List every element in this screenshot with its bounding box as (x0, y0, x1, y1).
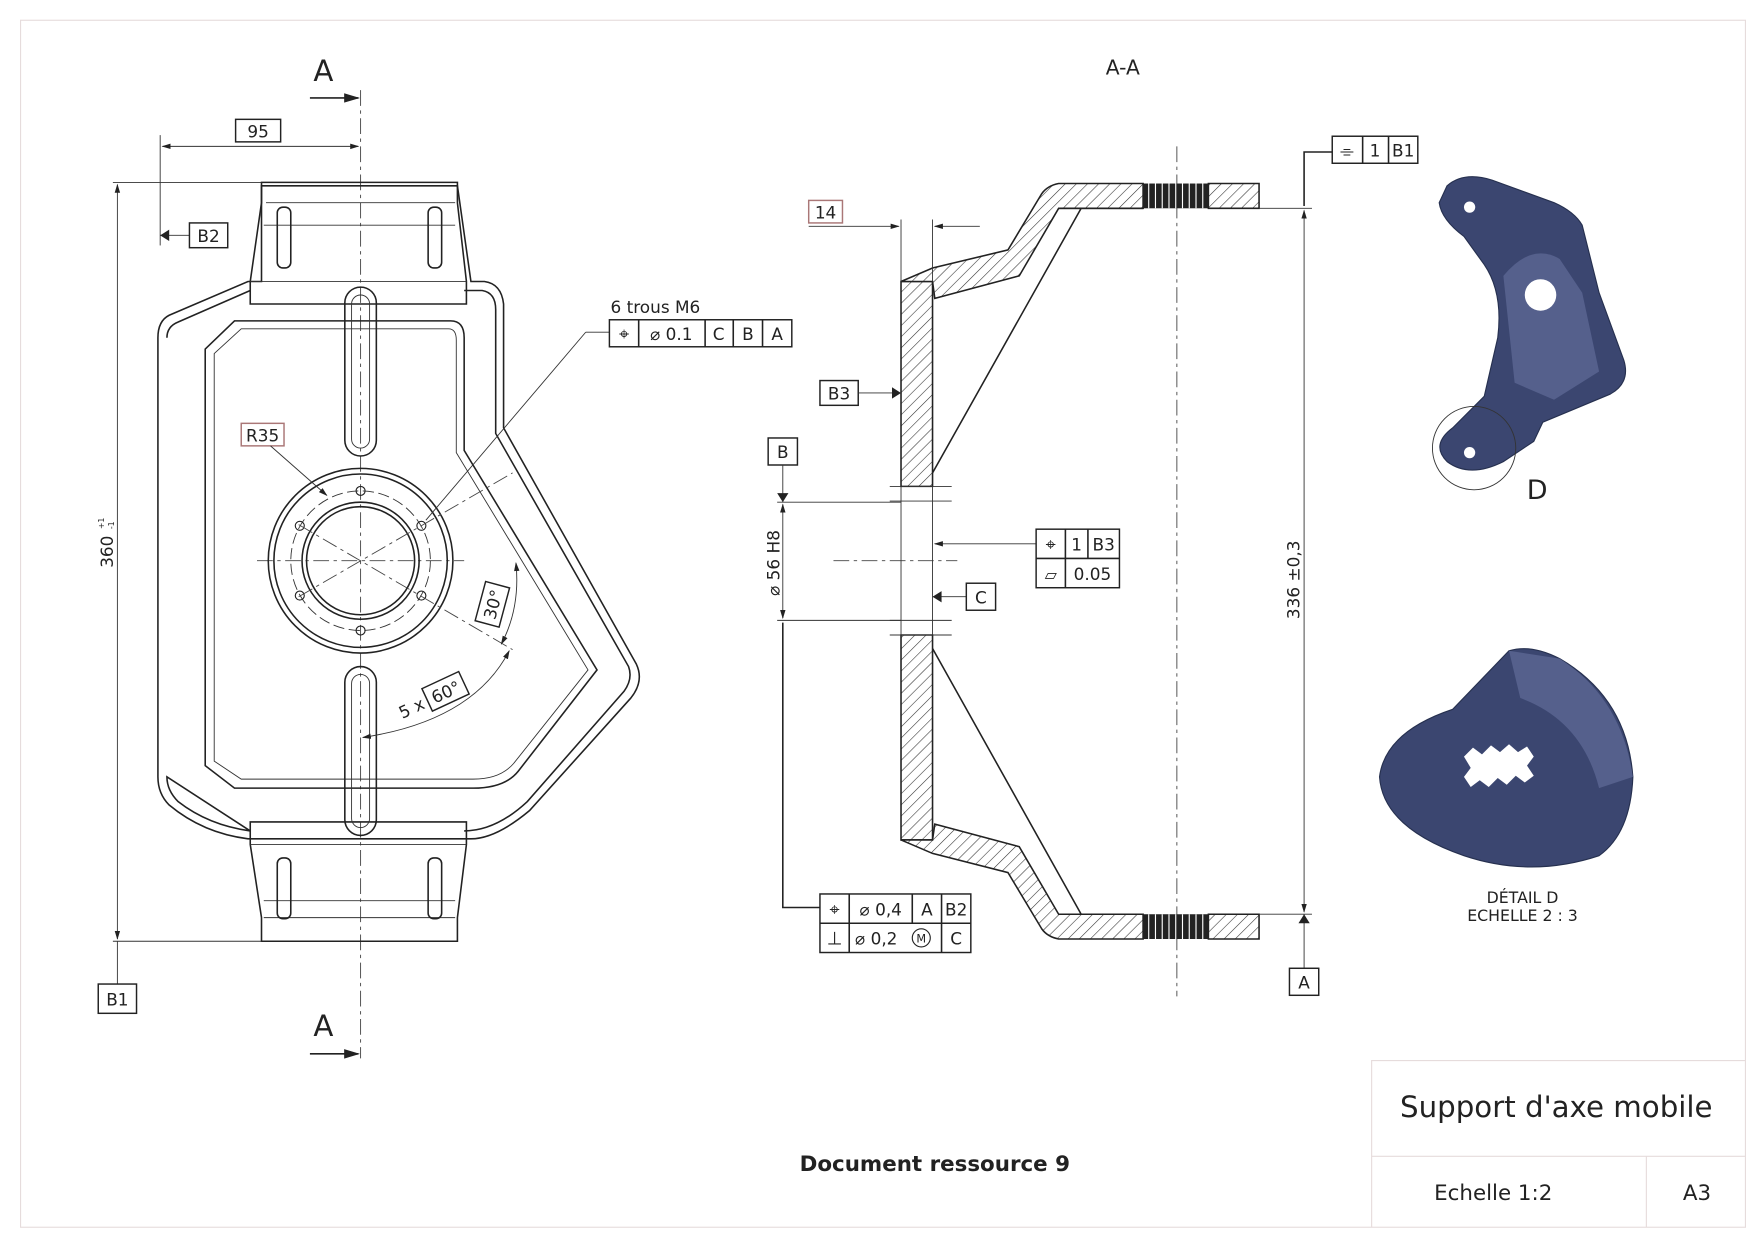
datum-b3: B3 (828, 384, 850, 404)
fcf-modifier: M (916, 932, 926, 945)
section-mark-bottom: A (313, 1009, 333, 1043)
datum-c: C (975, 587, 987, 607)
fcf-datum: A (921, 899, 933, 919)
detail-d-view (1378, 648, 1634, 868)
front-view: A A 95 B2 360 +1 -1 B1 R35 6 trous M6 (97, 54, 793, 1059)
fcf-datum: B1 (1392, 141, 1414, 161)
drawing-scale: Echelle 1:2 (1434, 1181, 1552, 1206)
section-view: A-A 14 B3 B ⌀ 56 H8 (763, 55, 1419, 997)
fcf-tolerance: ⌀ 0,4 (860, 899, 902, 919)
fcf-position-symbol: ⌖ (619, 324, 629, 345)
symmetry-fcf: ⌯ 1 B1 (1331, 135, 1419, 164)
fcf-tolerance: 1 (1370, 141, 1381, 161)
dim-height-336: 336 ±0,3 (1284, 541, 1304, 620)
dim-height-tol-upper: +1 (97, 518, 106, 530)
detail-caption-line2: ECHELLE 2 : 3 (1467, 906, 1578, 925)
dim-height-360: 360 (97, 536, 117, 568)
fcf-tolerance: ⌀ 0,2 (855, 929, 897, 949)
fcf-datum: C (950, 929, 962, 949)
fcf-symmetry-symbol: ⌯ (1340, 141, 1354, 161)
fcf-position-symbol: ⌖ (1046, 535, 1056, 556)
detail-callout: D (1527, 475, 1548, 506)
fcf-tolerance: 1 (1071, 535, 1082, 555)
holes-note: 6 trous M6 (611, 297, 701, 317)
sheet-format: A3 (1683, 1181, 1711, 1206)
bore-fcf: ⌖ 1 B3 ▱ 0.05 (1035, 528, 1121, 589)
datum-b2: B2 (197, 226, 219, 246)
fcf-datum: C (713, 324, 725, 344)
document-label: Document ressource 9 (800, 1152, 1070, 1177)
datum-b1: B1 (106, 989, 128, 1009)
dim-width-95: 95 (247, 121, 268, 141)
dim-bore: ⌀ 56 H8 (763, 530, 783, 596)
bottom-fcf: ⌖ ⌀ 0,4 A B2 ⊥ ⌀ 0,2 M C (819, 893, 972, 954)
fcf-datum: B3 (1093, 535, 1115, 555)
fcf-position-symbol: ⌖ (830, 899, 840, 920)
fcf-datum: B2 (945, 899, 967, 919)
sheet-border (19, 19, 1747, 1228)
dim-thickness-14: 14 (815, 202, 836, 222)
fcf-tolerance: ⌀ 0.1 (650, 324, 692, 344)
dim-height-tol-lower: -1 (107, 521, 116, 529)
fcf-datum: B (742, 324, 754, 344)
section-title: A-A (1106, 55, 1140, 79)
datum-a: A (1298, 973, 1310, 993)
fcf-flatness-symbol: ▱ (1045, 565, 1058, 584)
section-mark-top: A (313, 54, 333, 88)
fcf-flatness-tolerance: 0.05 (1074, 564, 1112, 584)
drawing-title: Support d'axe mobile (1400, 1090, 1713, 1124)
isometric-view (1431, 176, 1627, 491)
radius-r35: R35 (246, 425, 279, 445)
fcf-perpendicularity-symbol: ⊥ (827, 929, 843, 950)
title-block: Support d'axe mobile Echelle 1:2 A3 (1371, 1060, 1746, 1228)
detail-caption-line1: DÉTAIL D (1487, 888, 1559, 907)
datum-b: B (777, 442, 789, 462)
holes-fcf: ⌖ ⌀ 0.1 C B A (608, 319, 793, 348)
angle-count: 5 x (396, 693, 428, 722)
fcf-datum: A (771, 324, 783, 344)
